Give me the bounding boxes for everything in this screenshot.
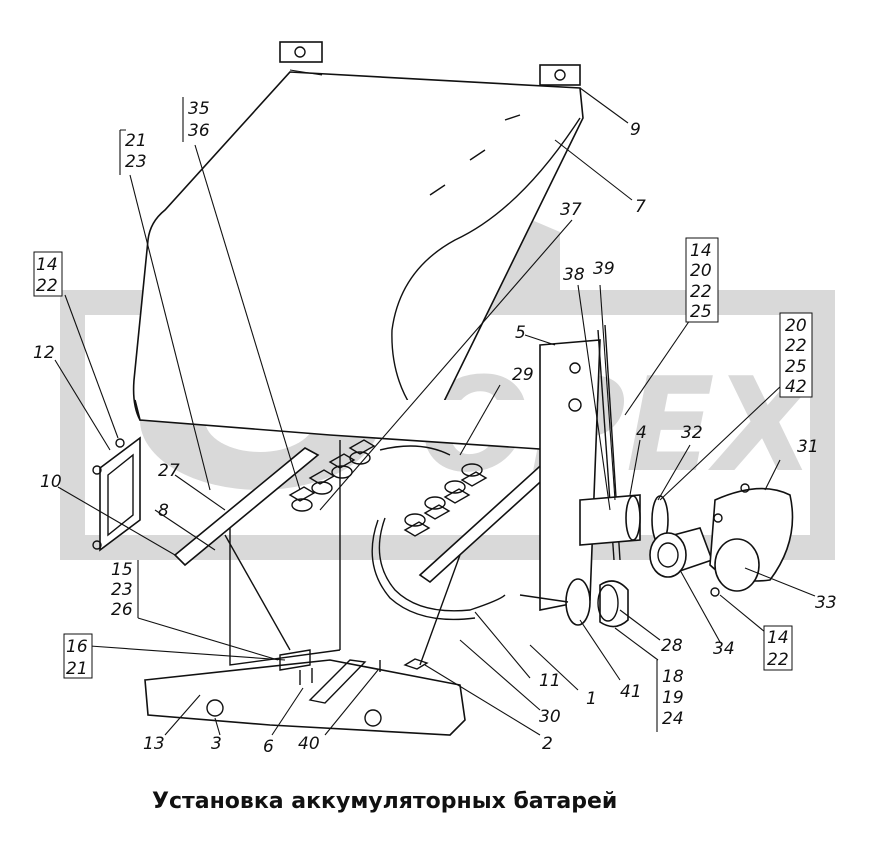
svg-text:14: 14 (36, 255, 58, 275)
clamp-bar-left (173, 447, 320, 567)
label-8: 8 (158, 501, 169, 521)
svg-text:23: 23 (111, 580, 133, 600)
svg-text:25: 25 (785, 357, 807, 377)
label-27: 27 (158, 461, 180, 481)
battery-terminals-right (403, 463, 488, 537)
hinge-right (539, 64, 581, 86)
label-4: 4 (636, 423, 647, 443)
label-10: 10 (40, 472, 62, 492)
hinge-right-hole (554, 69, 566, 81)
svg-text:36: 36 (188, 121, 210, 141)
svg-text:22: 22 (785, 336, 807, 356)
grouped-labels: 21 23 35 36 14 22 15 23 26 16 21 (33, 97, 813, 732)
group-14-22-left: 14 22 (33, 251, 63, 297)
label-2: 2 (542, 734, 553, 754)
diagram-title: Установка аккумуляторных батарей (152, 789, 617, 814)
label-28: 28 (661, 636, 683, 656)
svg-text:42: 42 (785, 377, 807, 397)
label-41: 41 (620, 682, 642, 702)
svg-text:21: 21 (66, 659, 88, 679)
label-38: 38 (563, 265, 585, 285)
group-21-23: 21 23 (119, 129, 147, 175)
label-6: 6 (263, 737, 274, 757)
svg-text:26: 26 (111, 600, 133, 620)
label-33: 33 (815, 593, 837, 613)
mounting-bracket (539, 339, 601, 611)
group-16-21: 16 21 (63, 633, 93, 679)
svg-text:18: 18 (662, 667, 684, 687)
label-31: 31 (797, 437, 819, 457)
svg-text:14: 14 (690, 241, 712, 261)
label-32: 32 (681, 423, 703, 443)
group-20-22-25-42: 20 22 25 42 (779, 312, 813, 398)
battery-terminals-left (288, 439, 376, 512)
svg-text:21: 21 (125, 131, 147, 151)
battery-assembly-drawing (92, 41, 794, 736)
flange-plate (565, 578, 591, 626)
label-11: 11 (539, 671, 561, 691)
svg-text:15: 15 (111, 560, 133, 580)
label-3: 3 (211, 734, 222, 754)
label-9: 9 (630, 120, 641, 140)
base-platform (144, 659, 466, 736)
group-14-22-right: 14 22 (763, 625, 793, 671)
svg-text:22: 22 (767, 650, 789, 670)
svg-text:14: 14 (767, 628, 789, 648)
svg-text:25: 25 (690, 302, 712, 322)
label-37: 37 (560, 200, 582, 220)
group-35-36: 35 36 (182, 97, 210, 142)
hinge-left (279, 41, 323, 63)
svg-text:35: 35 (188, 99, 210, 119)
side-panel (99, 436, 141, 552)
svg-text:16: 16 (66, 637, 88, 657)
label-40: 40 (298, 734, 320, 754)
label-29: 29 (512, 365, 534, 385)
svg-text:19: 19 (662, 688, 684, 708)
cable-bundle (371, 517, 506, 621)
label-5: 5 (515, 323, 526, 343)
svg-text:20: 20 (785, 316, 807, 336)
leader-lines (54, 69, 816, 736)
round-plug (599, 580, 629, 628)
label-30: 30 (539, 707, 561, 727)
label-12: 12 (33, 343, 55, 363)
hinge-left-hole (294, 46, 306, 58)
svg-text:22: 22 (690, 282, 712, 302)
group-18-19-24: 18 19 24 (656, 660, 684, 732)
switch-flange (579, 494, 641, 546)
switch-cap (649, 532, 687, 578)
group-15-23-26: 15 23 26 (111, 560, 139, 620)
label-13: 13 (143, 734, 165, 754)
label-1: 1 (586, 689, 597, 709)
svg-text:20: 20 (690, 261, 712, 281)
svg-text:24: 24 (662, 709, 684, 729)
label-34: 34 (713, 639, 735, 659)
callout-labels: 9 7 37 38 39 5 29 4 32 31 33 34 28 41 1 … (33, 120, 837, 757)
label-7: 7 (635, 197, 646, 217)
label-39: 39 (593, 259, 615, 279)
group-14-20-22-25: 14 20 22 25 (685, 237, 719, 323)
svg-text:22: 22 (36, 276, 58, 296)
svg-text:23: 23 (125, 152, 147, 172)
